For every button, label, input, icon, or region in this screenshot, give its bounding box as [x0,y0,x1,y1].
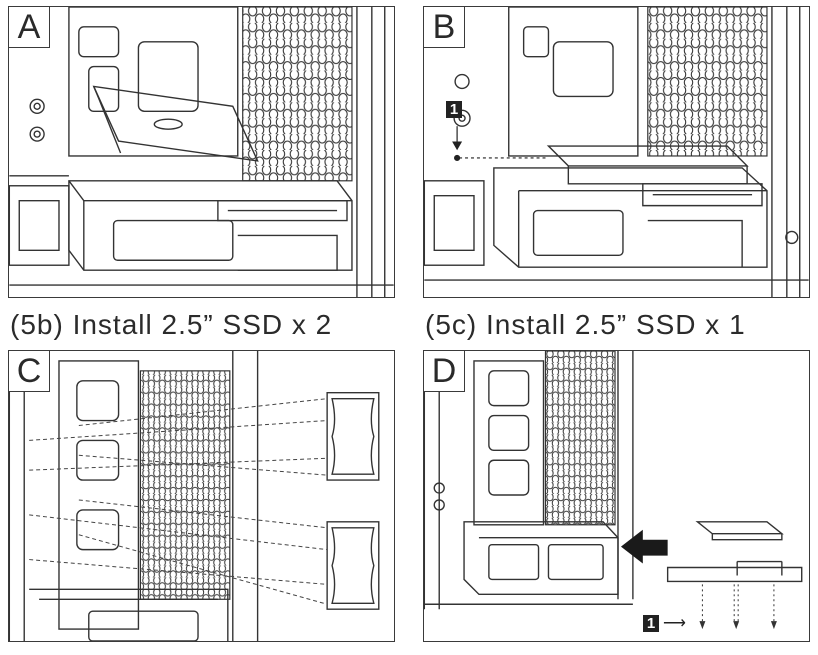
panel-a-illustration [9,7,394,297]
panel-c-label: C [9,351,50,392]
arrow-right-icon: ⟶ [663,615,686,632]
black-arrow-left-icon [620,529,668,564]
panel-d-label: D [424,351,465,392]
panel-c-illustration [9,351,380,641]
panel-b-label: B [424,7,465,48]
panel-b: B 1 [423,6,810,298]
step-1-badge: 1 [446,101,462,118]
panel-a-label: A [9,7,50,48]
panel-d: D 1 ⟶ [423,350,810,642]
panel-b-illustration [424,7,809,297]
panel-c: C [8,350,395,642]
panel-d-illustration [424,351,803,630]
caption-install-2x: (5b) Install 2.5” SSD x 2 [10,309,333,340]
caption-install-1x: (5c) Install 2.5” SSD x 1 [425,309,746,340]
panel-a: A [8,6,395,298]
step-1-badge: 1 [643,615,659,632]
